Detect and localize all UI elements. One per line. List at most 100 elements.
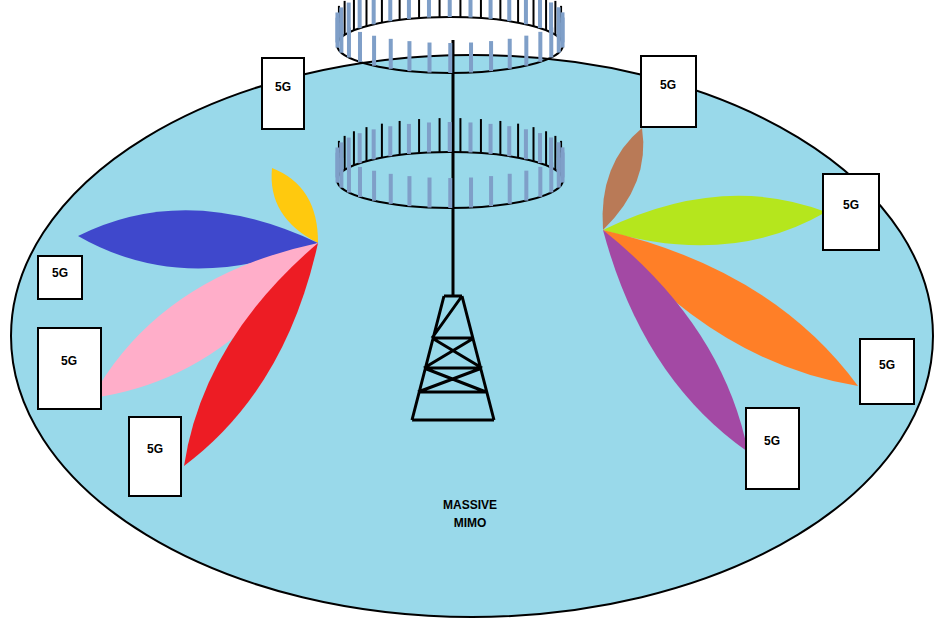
phone-box: 5G [37,327,102,410]
phone-label: 5G [843,198,859,212]
antenna-ring [337,17,563,73]
diagram-label: MASSIVE MIMO [435,496,505,532]
antenna-element [538,0,542,28]
antenna-element [469,178,473,208]
antenna-element [388,0,392,21]
antenna-element [407,0,411,19]
phone-box: 5G [859,338,915,405]
antenna-element [335,147,339,177]
antenna-element [381,124,383,158]
antenna-element [499,0,501,20]
antenna-element [545,0,547,30]
antenna-element [339,142,343,172]
antenna-element [407,176,411,206]
antenna-element [517,0,519,23]
antenna-element [339,7,343,37]
phone-label: 5G [52,266,68,280]
antenna-element [554,136,556,170]
antenna-element [468,122,472,152]
antenna-element [358,133,362,163]
antenna-element [427,122,431,152]
antenna-element [489,0,493,19]
antenna-element [372,36,376,66]
beam-lobe [184,243,318,466]
antenna-element [389,39,393,69]
antenna-element [448,43,452,73]
beam-lobe [603,196,826,246]
phone-box: 5G [822,173,880,251]
antenna-element [545,131,547,165]
antenna-element [381,0,383,23]
antenna-element [399,0,401,20]
antenna-element [448,178,452,208]
antenna-element [372,171,376,201]
antenna-element [344,1,346,35]
antenna-element [365,0,367,26]
antenna-element [468,0,472,17]
antenna-element [347,3,351,33]
antenna-element [427,0,431,17]
antenna-element [557,7,561,37]
antenna-element [407,41,411,71]
antenna-element [549,137,553,167]
antenna-element [399,121,401,155]
mast [452,40,455,296]
antenna-element [489,124,493,154]
antenna-element [538,32,542,62]
phone-label: 5G [147,442,163,456]
antenna-element [480,0,482,18]
antenna-element [358,0,362,28]
antenna-element [538,133,542,163]
antenna-element [448,0,452,17]
antenna-ring [337,152,563,208]
antenna-element [517,124,519,158]
antenna-element [507,126,511,156]
antenna-element [428,43,432,73]
phone-label: 5G [61,354,77,368]
phone-label: 5G [275,80,291,94]
antenna-element [524,0,528,24]
antenna-element [439,118,441,152]
antenna-element [507,0,511,21]
antenna-element [508,39,512,69]
antenna-element [533,0,535,26]
phone-box: 5G [745,407,800,490]
antenna-element [353,131,355,165]
phone-label: 5G [764,434,780,448]
phone-label: 5G [660,78,676,92]
antenna-element [459,0,461,17]
beam-lobe [603,230,748,452]
antenna-element [459,118,461,152]
antenna-element [480,119,482,153]
phone-box: 5G [640,55,697,128]
antenna-element [489,41,493,71]
antenna-element [372,0,376,24]
antenna-element [389,174,393,204]
antenna-element [353,0,355,30]
beam-lobe [603,128,644,230]
antenna-element [428,178,432,208]
antenna-element [538,167,542,197]
antenna-element [557,142,561,172]
antenna-element [335,12,339,42]
antenna-element [508,174,512,204]
phone-box: 5G [261,57,305,130]
antenna-element [560,147,564,177]
antenna-element [469,43,473,73]
antenna-element [524,36,528,66]
antenna-element [549,2,553,32]
phone-label: 5G [879,358,895,372]
antenna-element [533,127,535,161]
antenna-element [499,121,501,155]
antenna-element [418,0,420,18]
antenna-element [554,1,556,35]
antenna-element [358,167,362,197]
tower [412,296,494,420]
antenna-element [439,0,441,17]
antenna-element [344,136,346,170]
antenna-element [388,126,392,156]
antenna-element [560,12,564,42]
phone-box: 5G [128,416,182,497]
antenna-element [347,138,351,168]
antenna-element [524,171,528,201]
